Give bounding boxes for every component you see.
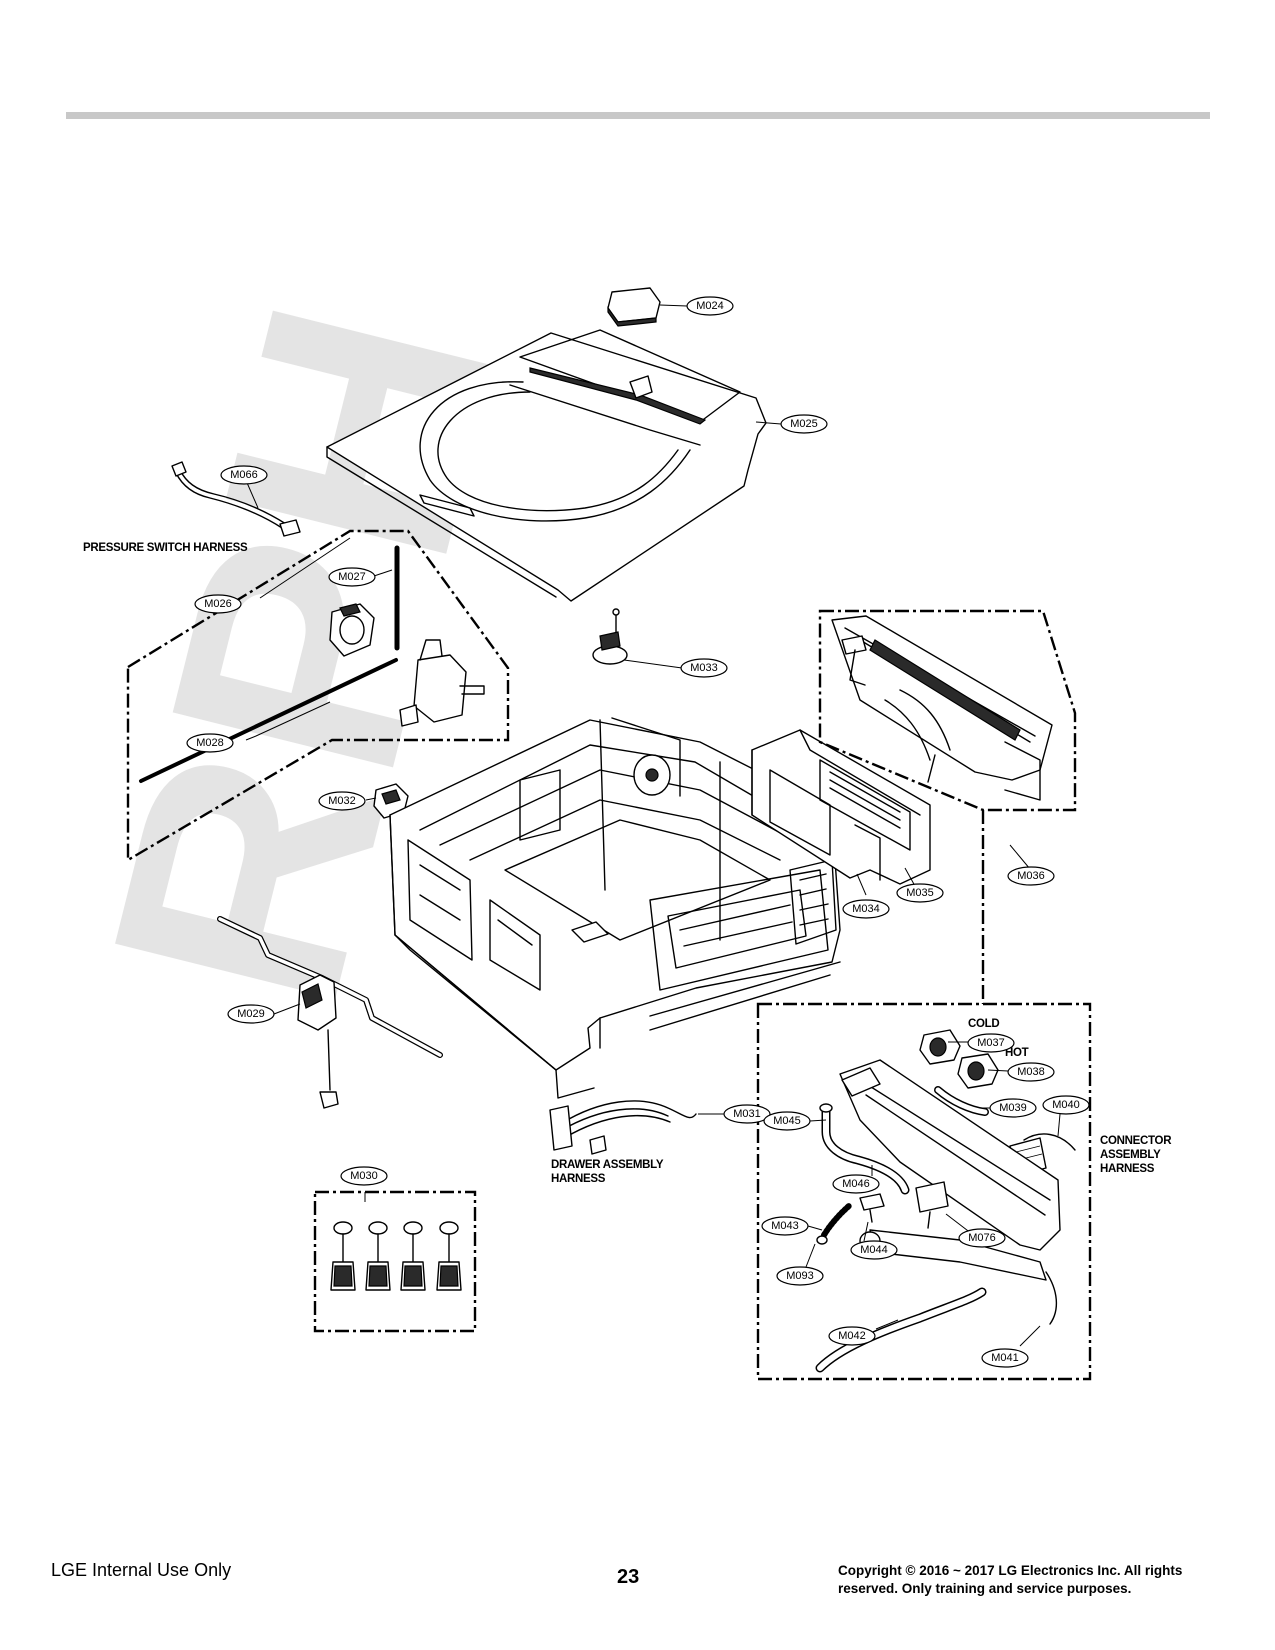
part-m033-sensor xyxy=(592,608,628,665)
svg-text:M045: M045 xyxy=(773,1115,801,1127)
label-cold: COLD xyxy=(968,1018,999,1030)
part-m043-m093-spring xyxy=(816,1202,853,1245)
part-m031-drawer-harness xyxy=(549,1100,697,1155)
page-number: 23 xyxy=(617,1566,640,1588)
svg-text:M066: M066 xyxy=(230,469,258,481)
svg-text:M044: M044 xyxy=(860,1244,888,1256)
callout-m041: M041 xyxy=(981,1348,1029,1368)
part-m024-cap xyxy=(607,287,661,327)
callout-m027: M027 xyxy=(328,567,376,587)
callout-m034: M034 xyxy=(842,899,890,919)
part-m037-cold-valve xyxy=(919,1029,961,1065)
svg-text:M039: M039 xyxy=(999,1102,1027,1114)
callout-m024: M024 xyxy=(686,296,734,316)
label-hot: HOT xyxy=(1005,1047,1029,1059)
label-pressure-switch-harness: PRESSURE SWITCH HARNESS xyxy=(83,542,248,554)
header-rule xyxy=(66,112,1210,119)
part-m028-tube xyxy=(139,658,398,783)
part-m041-manifold xyxy=(839,1059,1061,1325)
callout-m076: M076 xyxy=(958,1228,1006,1248)
part-m027-air-chamber xyxy=(399,639,485,727)
svg-text:M034: M034 xyxy=(852,903,880,915)
label-drawer-assembly-harness-1: DRAWER ASSEMBLY xyxy=(551,1159,664,1171)
svg-text:M038: M038 xyxy=(1017,1066,1045,1078)
svg-text:M046: M046 xyxy=(842,1178,870,1190)
callout-m036: M036 xyxy=(1007,866,1055,886)
part-base-frame xyxy=(389,717,841,1099)
svg-text:M076: M076 xyxy=(968,1232,996,1244)
callout-m033: M033 xyxy=(680,658,728,678)
svg-text:M040: M040 xyxy=(1052,1099,1080,1111)
leader-lines xyxy=(244,304,1061,1347)
svg-text:M030: M030 xyxy=(350,1170,378,1182)
part-m066-pressure-switch-harness xyxy=(171,461,301,537)
part-m026-pressure-switch xyxy=(329,603,375,657)
part-m029-assembly xyxy=(217,916,443,1109)
svg-text:M025: M025 xyxy=(790,418,818,430)
copyright-line-1: Copyright © 2016 ~ 2017 LG Electronics I… xyxy=(838,1563,1183,1578)
callout-m042: M042 xyxy=(828,1326,876,1346)
svg-text:M024: M024 xyxy=(696,300,724,312)
group-outline-dispenser xyxy=(818,609,1077,812)
part-m042-hose xyxy=(815,1287,987,1373)
svg-text:M037: M037 xyxy=(977,1037,1005,1049)
group-outline-pressure-switch xyxy=(126,529,510,863)
svg-text:M041: M041 xyxy=(991,1352,1019,1364)
label-drawer-assembly-harness-2: HARNESS xyxy=(551,1173,606,1185)
svg-text:M026: M026 xyxy=(204,598,232,610)
svg-text:M029: M029 xyxy=(237,1008,265,1020)
svg-text:M035: M035 xyxy=(906,887,934,899)
callout-m046: M046 xyxy=(832,1174,880,1194)
callout-m029: M029 xyxy=(227,1004,275,1024)
svg-text:M042: M042 xyxy=(838,1330,866,1342)
label-connector-assembly-harness-2: ASSEMBLY xyxy=(1100,1149,1161,1161)
callout-m032: M032 xyxy=(318,791,366,811)
group-outline-valves xyxy=(756,1002,1092,1381)
label-connector-assembly-harness-3: HARNESS xyxy=(1100,1163,1155,1175)
callout-m025: M025 xyxy=(780,414,828,434)
svg-text:M033: M033 xyxy=(690,662,718,674)
part-m076-fitting xyxy=(915,1181,949,1229)
part-m039-hose xyxy=(934,1086,989,1116)
callout-m038: M038 xyxy=(1007,1062,1055,1082)
callout-m093: M093 xyxy=(776,1266,824,1286)
callout-m044: M044 xyxy=(850,1240,898,1260)
part-m030-dampers xyxy=(330,1221,462,1291)
part-m044-fitting xyxy=(859,1193,885,1223)
group-outline-dampers xyxy=(313,1190,477,1333)
label-connector-assembly-harness-1: CONNECTOR xyxy=(1100,1135,1172,1147)
part-m038-hot-valve xyxy=(957,1053,999,1089)
footer-copyright: Copyright © 2016 ~ 2017 LG Electronics I… xyxy=(838,1562,1238,1598)
svg-text:M027: M027 xyxy=(338,571,366,583)
part-m032-clip xyxy=(373,783,409,819)
part-m045-m046-hose xyxy=(819,1103,910,1195)
callout-m037: M037 xyxy=(967,1033,1015,1053)
callout-m040: M040 xyxy=(1042,1095,1090,1115)
svg-text:M028: M028 xyxy=(196,737,224,749)
callout-m066: M066 xyxy=(220,465,268,485)
part-m025-top-plate xyxy=(326,329,767,602)
footer-internal-use: LGE Internal Use Only xyxy=(51,1560,232,1580)
part-m036-dispenser xyxy=(831,615,1053,801)
callout-m031: M031 xyxy=(723,1104,771,1124)
callout-m026: M026 xyxy=(194,594,242,614)
callout-m030: M030 xyxy=(340,1166,388,1186)
callout-m043: M043 xyxy=(761,1216,809,1236)
svg-text:M031: M031 xyxy=(733,1108,761,1120)
callout-m028: M028 xyxy=(186,733,234,753)
svg-text:M093: M093 xyxy=(786,1270,814,1282)
callout-m039: M039 xyxy=(989,1098,1037,1118)
svg-text:M036: M036 xyxy=(1017,870,1045,882)
svg-text:M032: M032 xyxy=(328,795,356,807)
callout-m045: M045 xyxy=(763,1111,811,1131)
callout-m035: M035 xyxy=(896,883,944,903)
part-m034-m035-control-housing xyxy=(751,729,931,885)
copyright-line-2: reserved. Only training and service purp… xyxy=(838,1581,1132,1596)
svg-text:M043: M043 xyxy=(771,1220,799,1232)
